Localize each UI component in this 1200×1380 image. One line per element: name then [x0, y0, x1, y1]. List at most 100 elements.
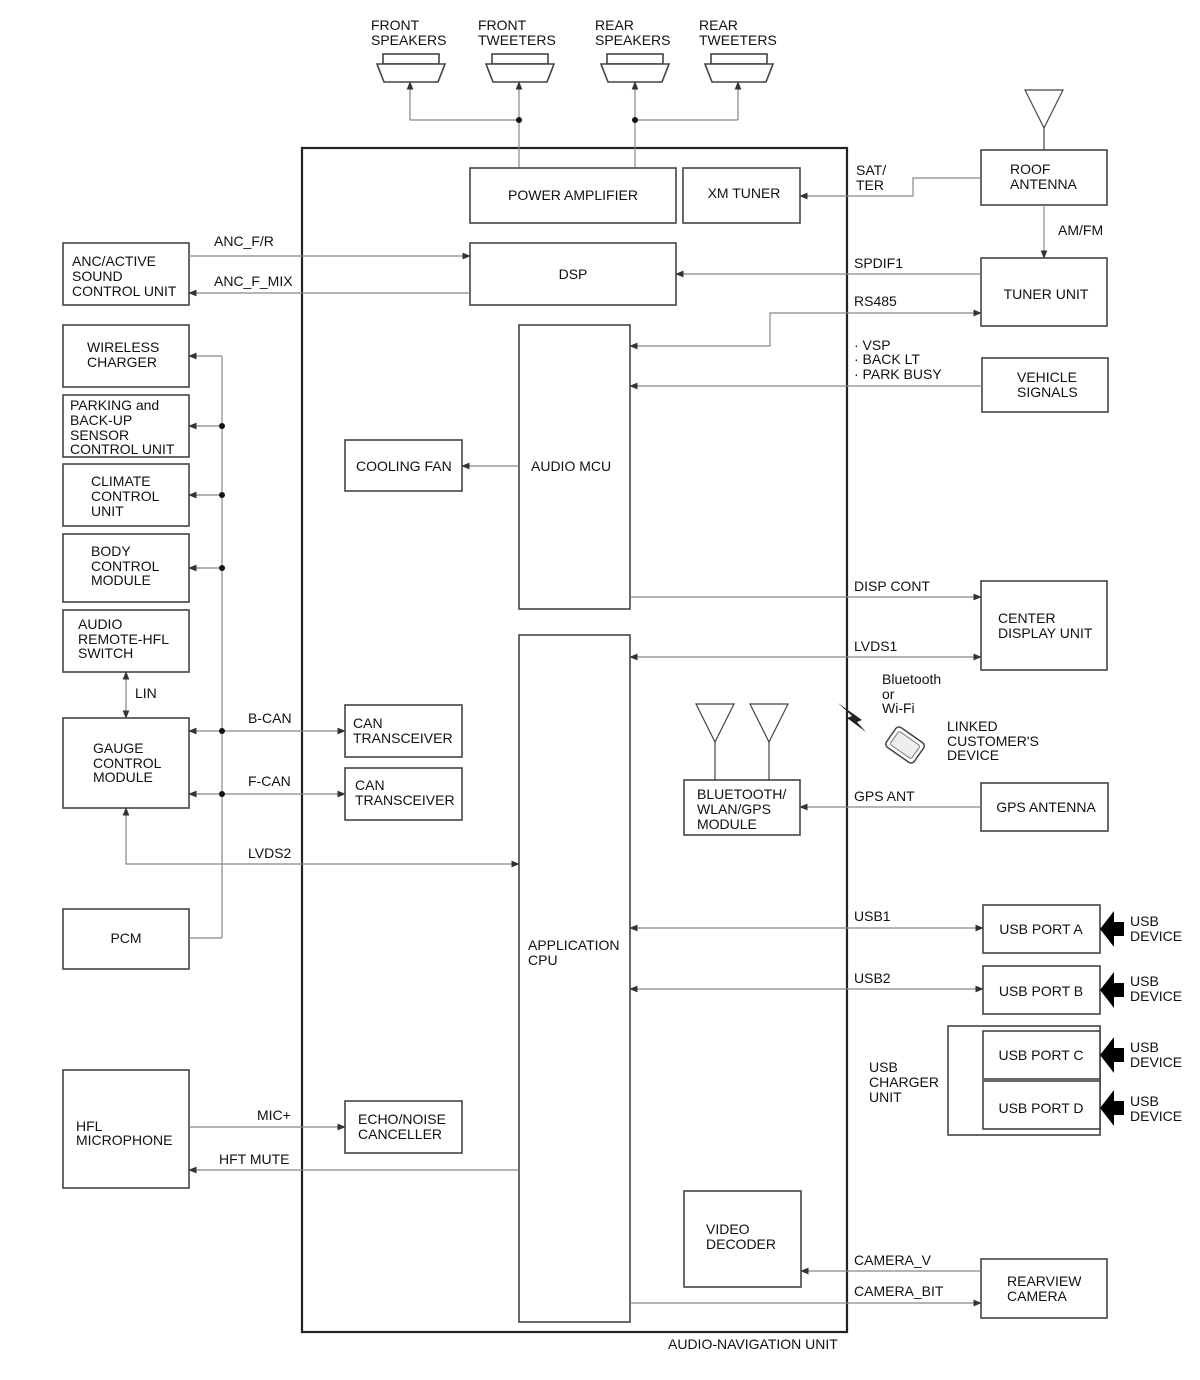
vehicle-signals-block: VEHICLE SIGNALS [981, 357, 1109, 413]
svg-text:DISPLAY UNIT: DISPLAY UNIT [998, 625, 1093, 641]
svg-text:TER: TER [856, 177, 884, 193]
wireless-charger-block: WIRELESS CHARGER [62, 324, 190, 388]
sat-ter-label: SAT/ [856, 162, 886, 178]
svg-text:DSP: DSP [559, 266, 588, 282]
svg-text:CONTROL: CONTROL [91, 488, 160, 504]
svg-text:CLIMATE: CLIMATE [91, 473, 151, 489]
climate-control-unit-block: CLIMATE CONTROL UNIT [62, 463, 190, 527]
can-transceiver-1-block: CAN TRANSCEIVER [344, 704, 463, 758]
hfl-microphone-block: HFL MICROPHONE [62, 1069, 190, 1189]
rear-tweeters: REAR TWEETERS [699, 17, 777, 83]
hft-mute-label: HFT MUTE [219, 1151, 290, 1167]
lvds2-label: LVDS2 [248, 845, 292, 861]
usb-port-b-block: USB PORT B [982, 965, 1101, 1015]
svg-text:APPLICATION: APPLICATION [528, 937, 620, 953]
svg-text:ANTENNA: ANTENNA [1010, 176, 1078, 192]
anc-f-r-label: ANC_F/R [214, 233, 274, 249]
svg-text:USB PORT D: USB PORT D [998, 1100, 1083, 1116]
svg-text:CONTROL: CONTROL [93, 755, 162, 771]
disp-cont-label: DISP CONT [854, 578, 930, 594]
svg-text:CONTROL UNIT: CONTROL UNIT [72, 283, 177, 299]
audio-remote-switch-block: AUDIO REMOTE-HFL SWITCH [62, 609, 190, 673]
xm-tuner-block: XM TUNER [682, 167, 801, 224]
roof-antenna-block: ROOF ANTENNA [980, 89, 1108, 206]
svg-text:UNIT: UNIT [869, 1089, 902, 1105]
svg-text:VIDEO: VIDEO [706, 1221, 750, 1237]
svg-text:DEVICE: DEVICE [1130, 1054, 1182, 1070]
dsp-block: DSP [469, 242, 677, 306]
linked-customer-device: Bluetooth or Wi-Fi LINKED CUSTOMER'S DEV… [838, 671, 1039, 764]
usb-port-a-block: USB PORT A [982, 904, 1101, 954]
svg-text:AUDIO: AUDIO [78, 616, 122, 632]
svg-text:TRANSCEIVER: TRANSCEIVER [353, 730, 453, 746]
svg-text:FRONT: FRONT [478, 17, 527, 33]
svg-text:USB: USB [1130, 973, 1159, 989]
svg-text:USB PORT B: USB PORT B [999, 983, 1083, 999]
spdif1-label: SPDIF1 [854, 255, 903, 271]
svg-text:DEVICE: DEVICE [1130, 1108, 1182, 1124]
svg-text:POWER AMPLIFIER: POWER AMPLIFIER [508, 187, 638, 203]
svg-text:COOLING FAN: COOLING FAN [356, 458, 452, 474]
svg-text:LINKED: LINKED [947, 718, 998, 734]
svg-text:SWITCH: SWITCH [78, 645, 133, 661]
gauge-control-module-block: GAUGE CONTROL MODULE [62, 717, 190, 809]
svg-text:CENTER: CENTER [998, 610, 1056, 626]
svg-text:TUNER UNIT: TUNER UNIT [1004, 286, 1089, 302]
bluetooth-wlan-gps-module-block: BLUETOOTH/ WLAN/GPS MODULE [683, 779, 801, 836]
svg-text:CAN: CAN [353, 715, 383, 731]
svg-text:REAR: REAR [699, 17, 738, 33]
svg-text:SENSOR: SENSOR [70, 427, 129, 443]
echo-noise-canceller-block: ECHO/NOISE CANCELLER [344, 1100, 463, 1154]
svg-text:MODULE: MODULE [697, 816, 757, 832]
svg-text:UNIT: UNIT [91, 503, 124, 519]
anc-f-mix-label: ANC_F_MIX [214, 273, 293, 289]
usb-device-c: USB DEVICE [1100, 1037, 1182, 1073]
svg-text:DECODER: DECODER [706, 1236, 776, 1252]
audio-mcu-block: AUDIO MCU [518, 324, 631, 610]
svg-text:SPEAKERS: SPEAKERS [371, 32, 446, 48]
gps-ant-label: GPS ANT [854, 788, 915, 804]
svg-text:ECHO/NOISE: ECHO/NOISE [358, 1111, 446, 1127]
gps-antenna-block: GPS ANTENNA [980, 782, 1109, 832]
left-wiring [122, 252, 520, 1174]
svg-text:SIGNALS: SIGNALS [1017, 384, 1078, 400]
svg-text:SPEAKERS: SPEAKERS [595, 32, 670, 48]
usb-charger-unit-block: USB PORT C USB PORT D USB CHARGER UNIT [869, 1025, 1101, 1136]
svg-text:USB: USB [869, 1059, 898, 1075]
svg-text:CHARGER: CHARGER [87, 354, 157, 370]
usb2-label: USB2 [854, 970, 891, 986]
svg-text:GPS ANTENNA: GPS ANTENNA [996, 799, 1096, 815]
right-wiring [629, 177, 1048, 1307]
application-cpu-block: APPLICATION CPU [518, 634, 631, 1323]
svg-text:CAN: CAN [355, 777, 385, 793]
phone-device-icon [885, 726, 925, 764]
svg-text:USB: USB [1130, 1039, 1159, 1055]
usb-device-d: USB DEVICE [1100, 1090, 1182, 1126]
svg-text:CANCELLER: CANCELLER [358, 1126, 442, 1142]
svg-text:DEVICE: DEVICE [1130, 988, 1182, 1004]
usb-device-a: USB DEVICE [1100, 911, 1182, 947]
svg-text:CAMERA: CAMERA [1007, 1288, 1068, 1304]
svg-text:TWEETERS: TWEETERS [478, 32, 556, 48]
usb1-label: USB1 [854, 908, 891, 924]
parking-sensor-unit-block: PARKING and BACK-UP SENSOR CONTROL UNIT [62, 394, 190, 458]
svg-text:or: or [882, 686, 895, 702]
wireless-bolt-icon [838, 703, 866, 732]
f-can-label: F-CAN [248, 773, 291, 789]
svg-text:MODULE: MODULE [91, 572, 151, 588]
svg-text:REAR: REAR [595, 17, 634, 33]
svg-text:USB: USB [1130, 1093, 1159, 1109]
vsp-label: · VSP [854, 337, 891, 353]
can-transceiver-2-block: CAN TRANSCEIVER [344, 767, 463, 821]
camera-bit-label: CAMERA_BIT [854, 1283, 944, 1299]
svg-text:MICROPHONE: MICROPHONE [76, 1132, 172, 1148]
svg-text:SOUND: SOUND [72, 268, 123, 284]
svg-text:DEVICE: DEVICE [947, 747, 999, 763]
svg-text:GAUGE: GAUGE [93, 740, 144, 756]
center-display-unit-block: CENTER DISPLAY UNIT [980, 580, 1108, 671]
svg-text:MODULE: MODULE [93, 769, 153, 785]
audio-navigation-unit-frame [300, 146, 849, 1334]
svg-text:USB PORT C: USB PORT C [998, 1047, 1083, 1063]
svg-text:TRANSCEIVER: TRANSCEIVER [355, 792, 455, 808]
